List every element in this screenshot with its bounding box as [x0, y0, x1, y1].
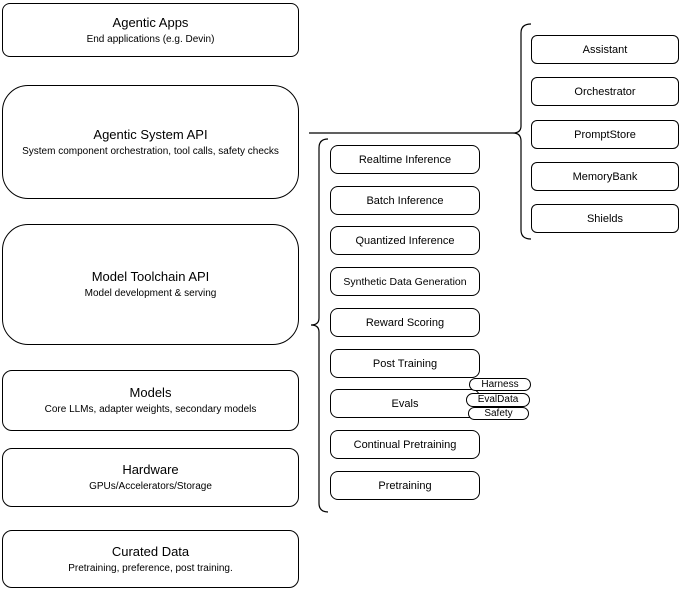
component-label: PromptStore	[574, 128, 636, 141]
component-box-shields: Shields	[531, 204, 679, 233]
service-label: Post Training	[372, 357, 438, 370]
brace-toolchain-services	[310, 138, 329, 513]
service-label: Synthetic Data Generation	[343, 275, 467, 288]
box-curated-data: Curated Data Pretraining, preference, po…	[2, 530, 299, 588]
service-label: Realtime Inference	[358, 153, 452, 166]
evals-tag-label: Safety	[484, 407, 513, 419]
service-box-quantized-inference: Quantized Inference	[330, 226, 480, 255]
box-agentic-apps-title: Agentic Apps	[112, 14, 189, 30]
service-box-batch-inference: Batch Inference	[330, 186, 480, 215]
box-agentic-system-api-title: Agentic System API	[93, 126, 208, 142]
service-label: Batch Inference	[366, 194, 444, 207]
evals-tag-harness: Harness	[469, 378, 531, 391]
box-agentic-system-api-subtitle: System component orchestration, tool cal…	[22, 145, 279, 157]
box-model-toolchain-api-title: Model Toolchain API	[91, 269, 210, 284]
box-models-title: Models	[129, 385, 172, 400]
box-curated-data-title: Curated Data	[111, 543, 190, 559]
box-model-toolchain-api: Model Toolchain API Model development & …	[2, 224, 299, 345]
service-box-realtime-inference: Realtime Inference	[330, 145, 480, 174]
evals-tag-label: Harness	[481, 378, 519, 390]
component-box-assistant: Assistant	[531, 35, 679, 64]
box-hardware-subtitle: GPUs/Accelerators/Storage	[89, 481, 212, 492]
component-label: Orchestrator	[574, 85, 636, 98]
brace-system-components	[512, 23, 532, 240]
box-hardware-title: Hardware	[122, 462, 179, 477]
box-model-toolchain-api-subtitle: Model development & serving	[84, 288, 217, 299]
service-box-synthetic-data-generation: Synthetic Data Generation	[330, 267, 480, 296]
component-label: MemoryBank	[572, 170, 638, 183]
evals-tag-label: EvalData	[477, 394, 519, 405]
box-agentic-apps: Agentic Apps End applications (e.g. Devi…	[2, 3, 299, 57]
component-label: Assistant	[582, 43, 628, 56]
box-models: Models Core LLMs, adapter weights, secon…	[2, 370, 299, 431]
service-box-continual-pretraining: Continual Pretraining	[330, 430, 480, 459]
component-box-orchestrator: Orchestrator	[531, 77, 679, 106]
service-box-post-training: Post Training	[330, 349, 480, 378]
component-box-memorybank: MemoryBank	[531, 162, 679, 191]
box-agentic-system-api: Agentic System API System component orch…	[2, 85, 299, 199]
box-curated-data-subtitle: Pretraining, preference, post training.	[68, 562, 233, 574]
service-label: Quantized Inference	[355, 234, 455, 247]
service-label: Evals	[391, 397, 419, 410]
service-box-evals: Evals	[330, 389, 480, 418]
box-hardware: Hardware GPUs/Accelerators/Storage	[2, 448, 299, 507]
service-label: Pretraining	[378, 479, 432, 492]
service-box-pretraining: Pretraining	[330, 471, 480, 500]
box-models-subtitle: Core LLMs, adapter weights, secondary mo…	[44, 404, 257, 415]
service-label: Continual Pretraining	[353, 438, 457, 451]
box-agentic-apps-subtitle: End applications (e.g. Devin)	[86, 33, 215, 45]
component-label: Shields	[586, 212, 624, 225]
evals-tag-safety: Safety	[468, 407, 529, 420]
service-box-reward-scoring: Reward Scoring	[330, 308, 480, 337]
component-box-promptstore: PromptStore	[531, 120, 679, 149]
service-label: Reward Scoring	[365, 316, 445, 329]
evals-tag-evaldata: EvalData	[466, 393, 530, 407]
